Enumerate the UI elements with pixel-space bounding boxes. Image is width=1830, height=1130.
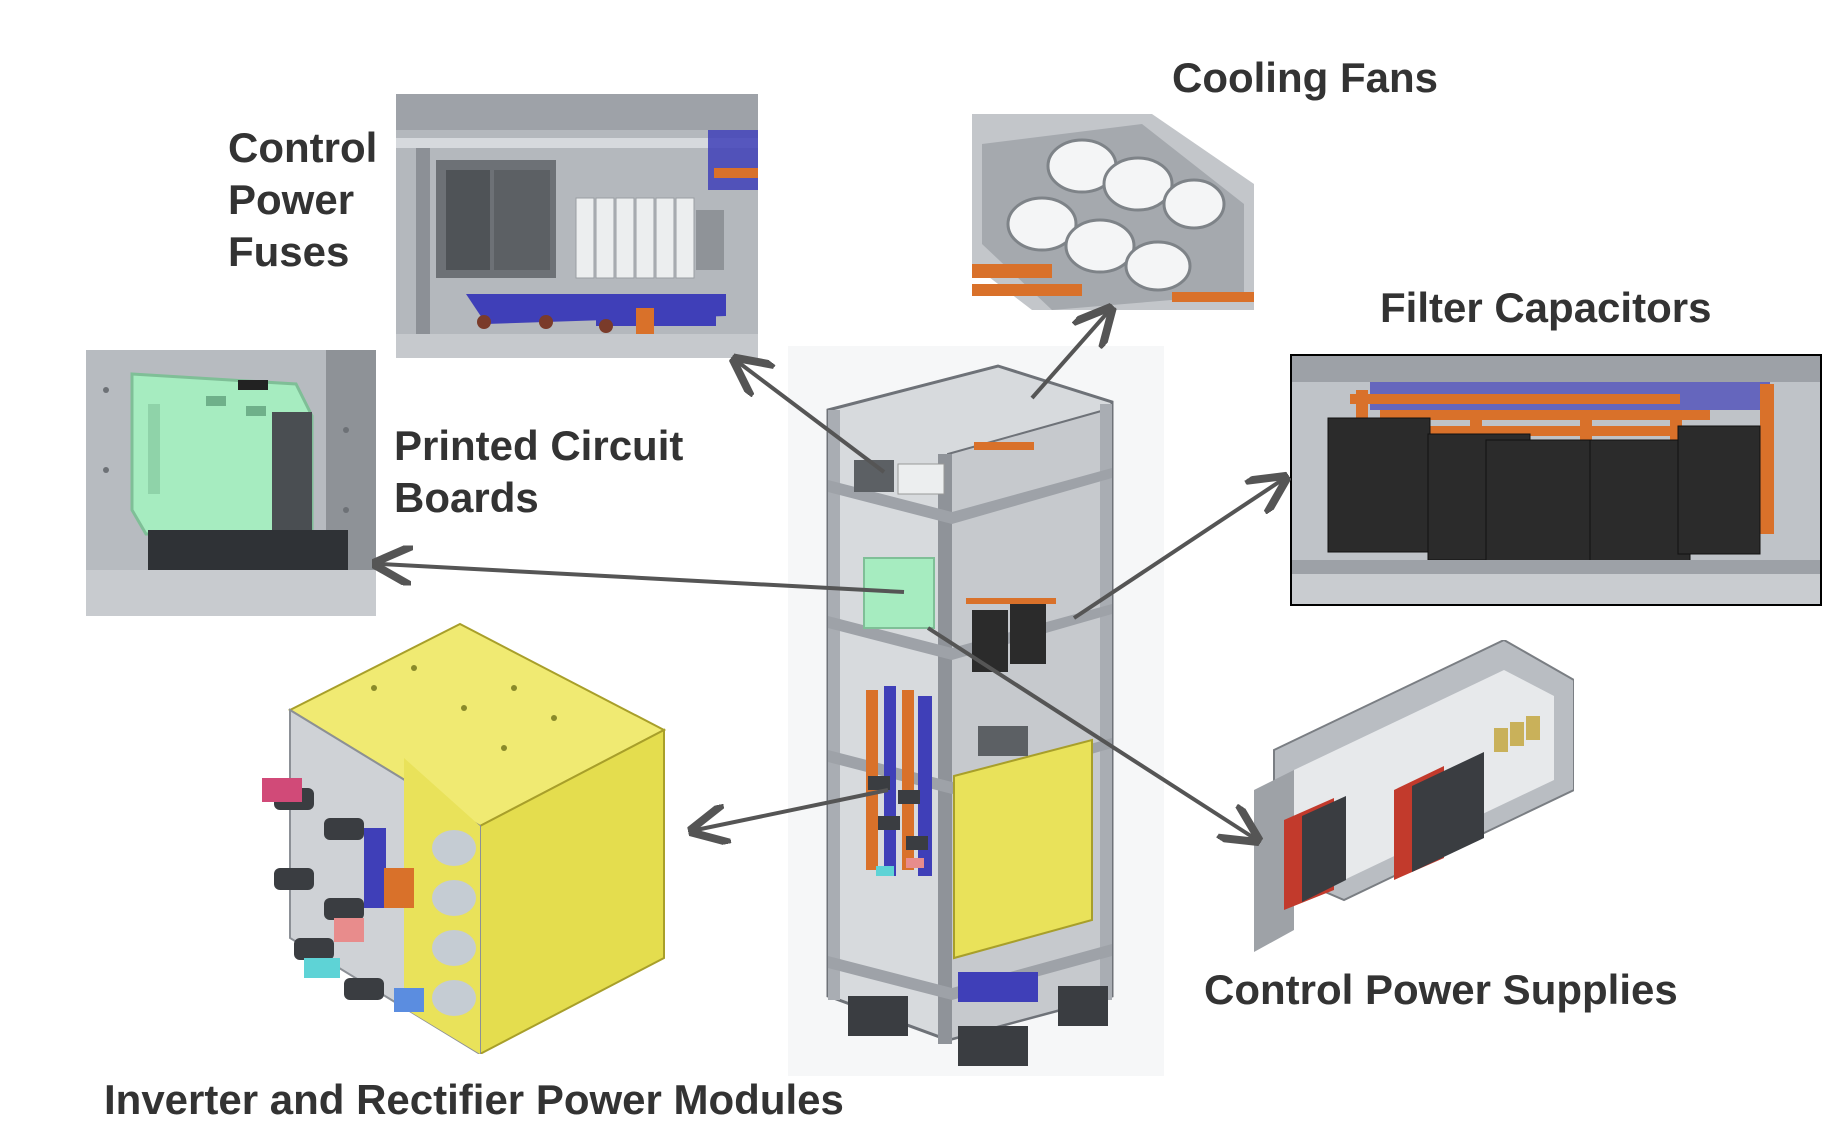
label-inverter-rectifier-modules: Inverter and Rectifier Power Modules	[104, 1076, 844, 1123]
label-control-power-fuses: Control Power Fuses	[228, 124, 378, 275]
label-printed-circuit-boards: Printed Circuit Boards	[394, 422, 684, 521]
label-cooling-fans: Cooling Fans	[1172, 54, 1438, 101]
control-power-supplies-image	[1254, 640, 1574, 952]
cabinet-image	[788, 346, 1164, 1076]
label-control-power-supplies: Control Power Supplies	[1204, 966, 1678, 1013]
printed-circuit-boards-image	[86, 350, 376, 616]
cooling-fans-image	[972, 114, 1254, 310]
filter-capacitors-image	[1290, 354, 1822, 606]
label-filter-capacitors: Filter Capacitors	[1380, 284, 1712, 331]
control-power-fuses-image	[396, 94, 758, 358]
power-modules-image	[262, 622, 667, 1054]
